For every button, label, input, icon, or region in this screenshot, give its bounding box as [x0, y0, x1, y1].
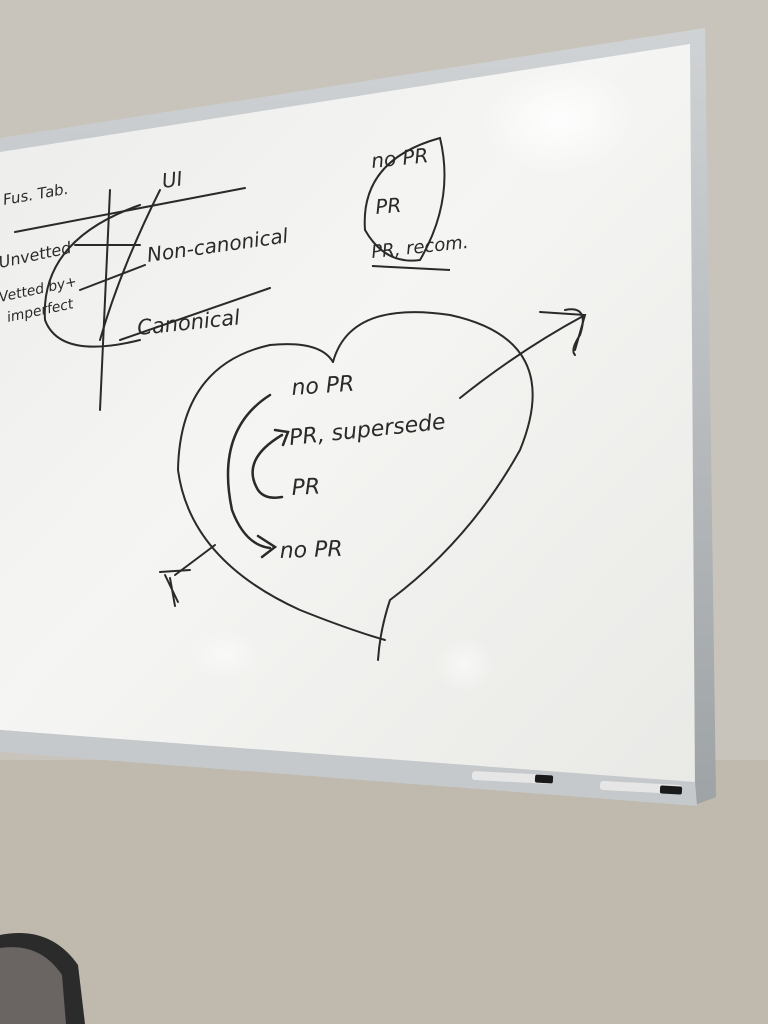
marker [471, 771, 553, 784]
heart-drawing [159, 308, 587, 661]
list-item-pr: PR [374, 193, 402, 219]
marker-tray [0, 730, 697, 806]
marker-cap [534, 774, 554, 784]
list-item-no-pr: no PR [370, 143, 429, 173]
label-ui: UI [160, 166, 184, 193]
chair-fabric [0, 947, 66, 1024]
light-glare [435, 637, 495, 693]
heart-arrows [226, 393, 290, 559]
list-underline [371, 265, 451, 271]
heart-item-no-pr: no PR [291, 372, 356, 401]
wall-shadow [0, 760, 768, 1024]
heart-item-no-pr-bottom: no PR [279, 537, 343, 564]
list-loop [363, 136, 446, 262]
top-left-diagram [14, 187, 271, 411]
light-glare [480, 65, 640, 175]
light-glare [190, 630, 260, 680]
marker-cap [659, 785, 683, 795]
heart-item-pr: PR [291, 475, 321, 501]
